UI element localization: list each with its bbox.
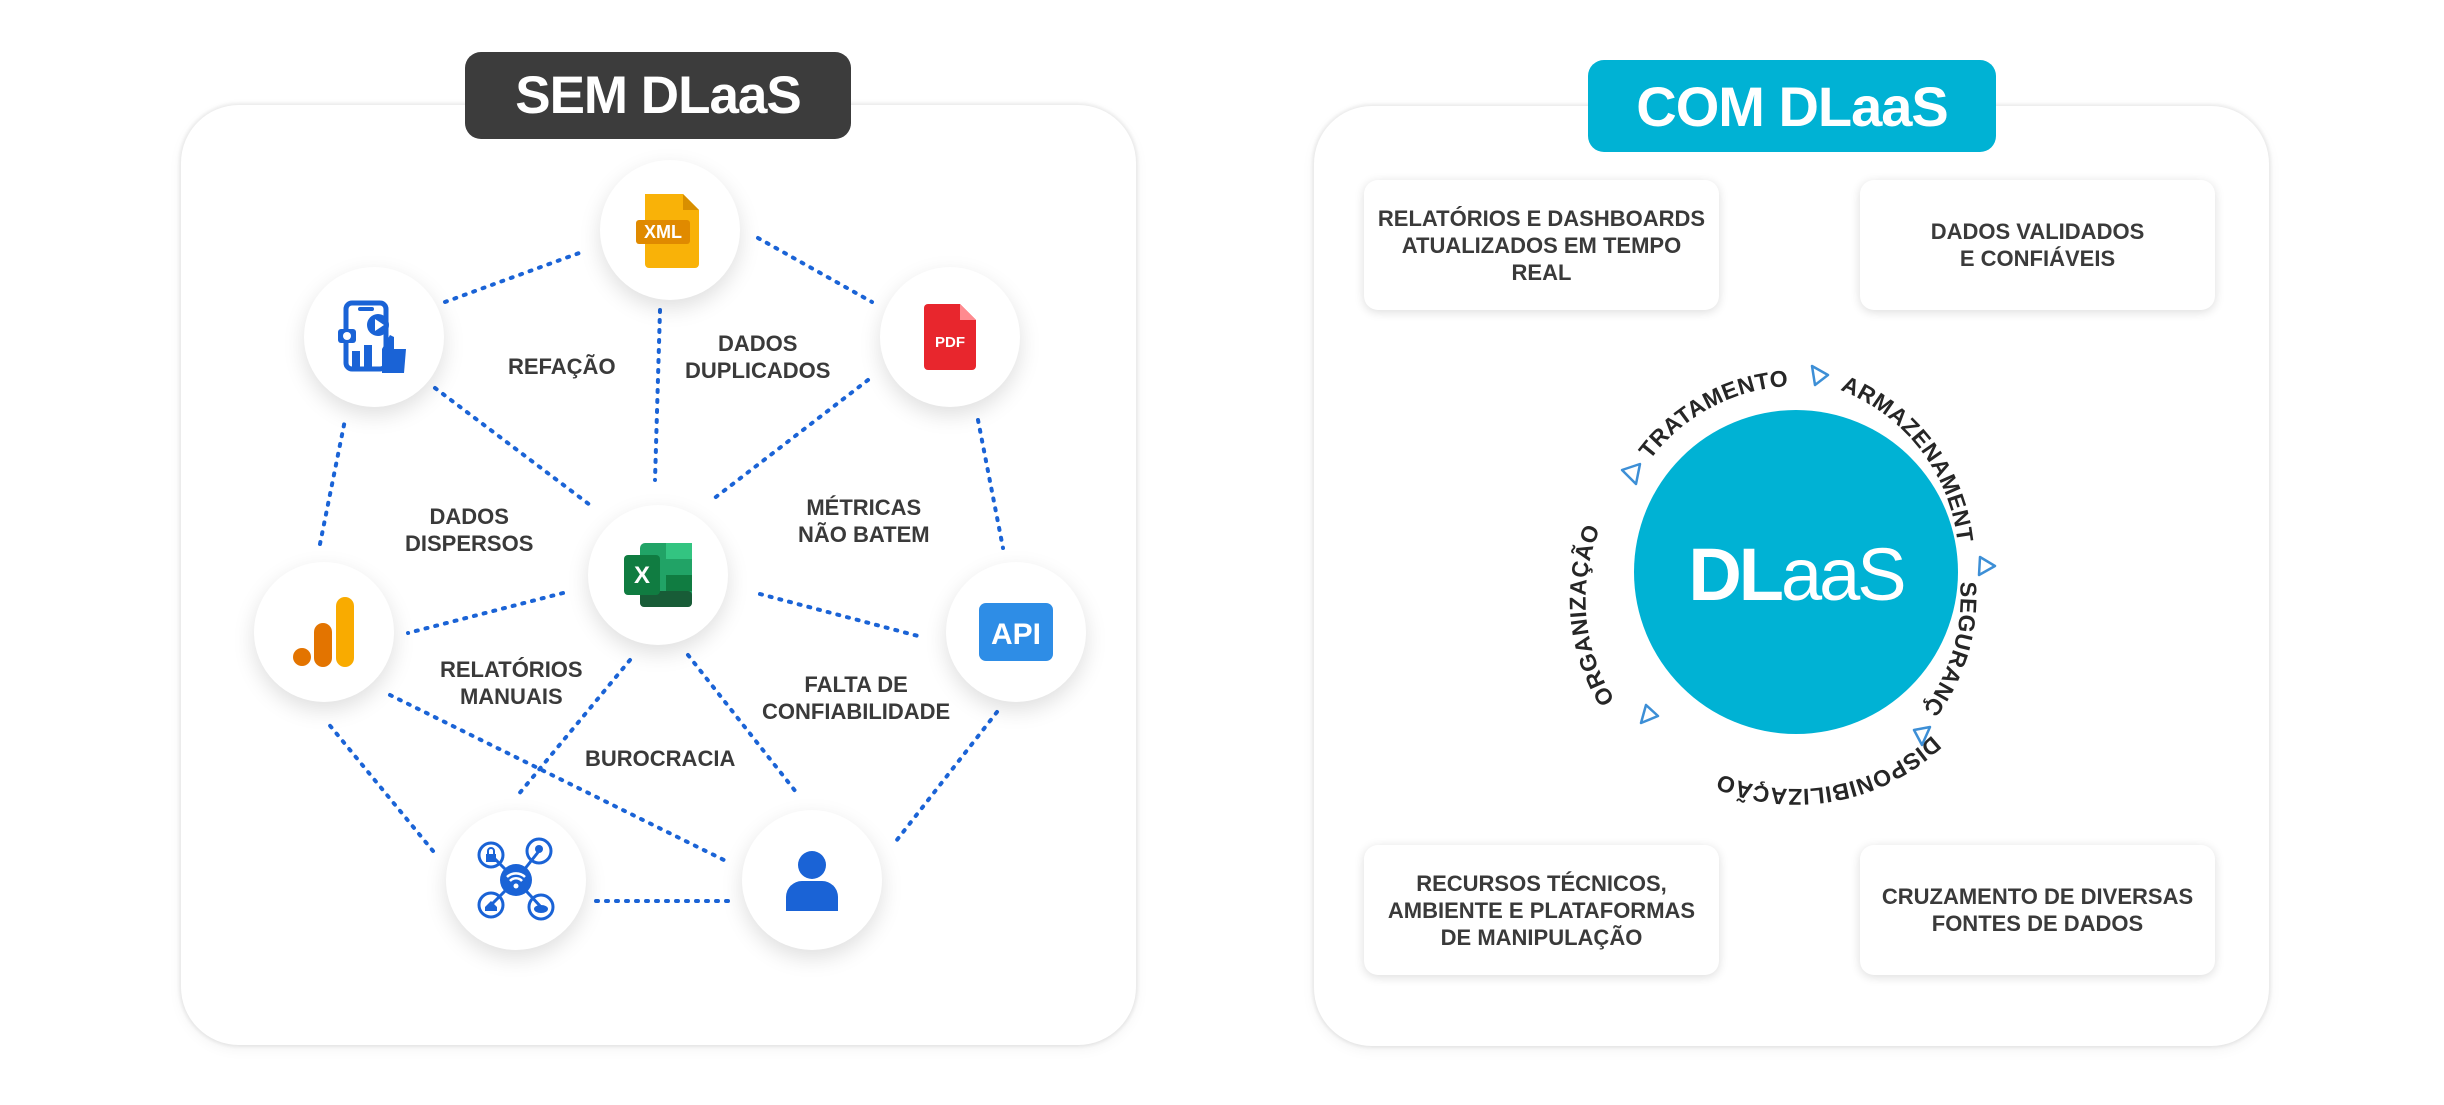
arrow-icon [1620,462,1642,486]
svg-text:XML: XML [644,222,682,242]
arrow-icon [1810,364,1830,387]
ring-word-disponibilizacao: DISPONIBILIZAÇÃO [1713,731,1946,810]
com-dlaas-title: COM DLaaS [1588,60,1996,152]
label-refacao: REFAÇÃO [508,354,616,379]
pdf-node: PDF [880,267,1020,407]
mobile-engagement-node [304,267,444,407]
xml-node: XML [600,160,740,300]
card-recursos-tecnicos: RECURSOS TÉCNICOS,AMBIENTE E PLATAFORMAS… [1364,845,1719,975]
dlaas-cycle: DLaaS TRATAMENTO ARMAZENAMENTO SEGURANÇA… [1540,330,1997,810]
ring-word-organizacao: ORGANIZAÇÃO [1565,521,1620,711]
svg-text:X: X [634,562,650,589]
arrow-icon [1639,703,1660,725]
sem-dlaas-title: SEM DLaaS [465,52,851,139]
label-burocracia: BUROCRACIA [585,746,736,771]
api-icon: API [979,603,1053,661]
network-node [446,810,586,950]
xml-file-icon: XML [636,194,699,268]
pdf-file-icon: PDF [924,304,976,370]
analytics-node [254,562,394,702]
google-analytics-icon [293,597,354,667]
mobile-thumbs-up-icon [338,300,406,373]
svg-text:API: API [991,618,1041,651]
dlaas-logo: DLaaS [1688,533,1903,616]
api-node: API [946,562,1086,702]
arrow-icon [1977,555,1997,577]
svg-text:PDF: PDF [935,334,965,351]
dlaas-center-circle [1634,410,1958,734]
excel-icon: X [624,543,692,607]
arrow-icon [1912,725,1932,747]
user-node [742,810,882,950]
network-hub-icon [477,837,555,921]
user-icon [786,851,838,911]
excel-node: X [588,505,728,645]
